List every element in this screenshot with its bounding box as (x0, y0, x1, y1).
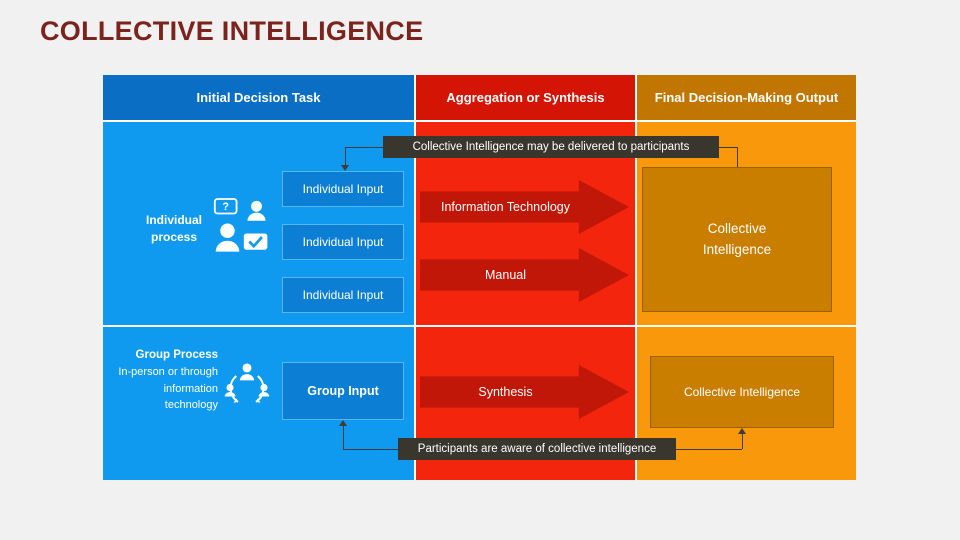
individual-process-label: Individual process (145, 213, 202, 244)
group-process-label-bold: Group Process (135, 349, 218, 361)
column-header-aggregation-or-synthesis: Aggregation or Synthesis (416, 75, 635, 120)
connector-line (343, 449, 398, 450)
column-header-final-decision-making-output: Final Decision-Making Output (637, 75, 856, 120)
collective-intelligence-diagram: Initial Decision Task Aggregation or Syn… (103, 75, 856, 480)
synthesis-arrow: Synthesis (420, 365, 629, 419)
connector-line (676, 449, 742, 450)
group-process-label: Group Process In-person or through infor… (115, 347, 218, 414)
participants-aware-note: Participants are aware of collective int… (398, 438, 676, 460)
connector-arrowhead-down (341, 165, 349, 171)
people-chat-icon: ? (213, 196, 271, 265)
slide-title: COLLECTIVE INTELLIGENCE (40, 16, 424, 46)
manual-arrow: Manual (420, 248, 629, 302)
diagram-overlay: Individual process ? Individual Input In… (103, 75, 856, 480)
group-process-label-rest: In-person or through information technol… (118, 366, 218, 412)
individual-input-box-1: Individual Input (282, 171, 404, 207)
column-header-initial-decision-task: Initial Decision Task (103, 75, 414, 120)
information-technology-arrow: Information Technology (420, 180, 629, 234)
connector-line (345, 147, 346, 165)
svg-text:?: ? (222, 201, 229, 213)
delivered-to-participants-note: Collective Intelligence may be delivered… (383, 136, 719, 158)
connector-line (742, 434, 743, 449)
connector-line (737, 147, 738, 167)
connector-line (343, 426, 344, 449)
connector-arrowhead-up (738, 428, 746, 434)
individual-input-box-3: Individual Input (282, 277, 404, 313)
individual-input-box-2: Individual Input (282, 224, 404, 260)
collective-intelligence-output-box: Collective Intelligence (642, 167, 832, 312)
group-input-box: Group Input (282, 362, 404, 420)
connector-line (345, 147, 383, 148)
collective-intelligence-output-box-group: Collective Intelligence (650, 356, 834, 428)
group-cycle-icon (222, 358, 272, 415)
connector-arrowhead-up (339, 420, 347, 426)
connector-line (719, 147, 737, 148)
